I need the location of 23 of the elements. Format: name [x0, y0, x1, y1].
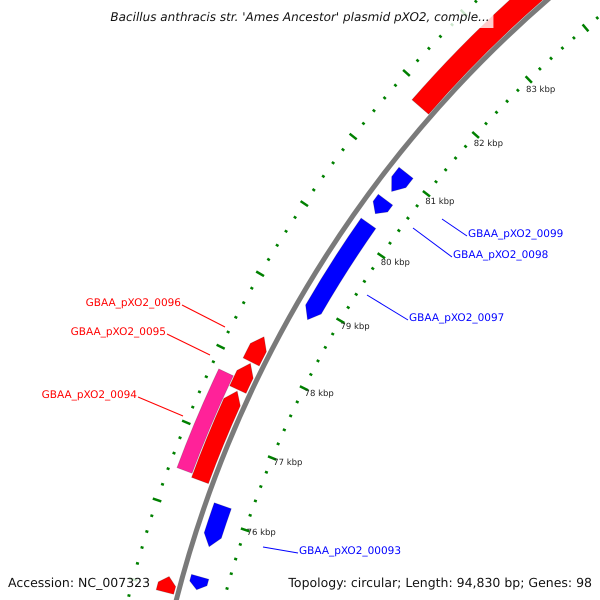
scale-label: 77 kbp: [273, 458, 302, 467]
scale-label: 81 kbp: [425, 198, 454, 206]
leader-line: [166, 334, 210, 356]
leader-line: [262, 546, 298, 554]
leader-line: [138, 396, 184, 416]
scale-label: 79 kbp: [340, 323, 370, 332]
accession-text: Accession: NC_007323: [8, 574, 150, 593]
scale-label: 76 kbp: [246, 529, 276, 538]
gene-label: GBAA_pXO2_00093: [298, 546, 402, 556]
leader-line: [442, 218, 468, 236]
gene-label: GBAA_pXO2_0095: [70, 326, 167, 338]
gene-label: GBAA_pXO2_0099: [467, 228, 564, 240]
leader-line: [366, 294, 408, 320]
leader-line: [412, 228, 452, 258]
scale-label: 80 kbp: [380, 259, 410, 268]
gene-label: GBAA_pXO2_0096: [86, 298, 182, 308]
leader-line: [182, 304, 226, 328]
gene-label: GBAA_pXO2_0094: [42, 390, 138, 400]
scale-label: 78 kbp: [304, 390, 334, 398]
scale-label: 82 kbp: [474, 140, 503, 149]
gene-label: GBAA_pXO2_0098: [452, 250, 548, 260]
scale-label: 83 kbp: [526, 85, 556, 94]
gene-label: GBAA_pXO2_0097: [408, 312, 504, 324]
